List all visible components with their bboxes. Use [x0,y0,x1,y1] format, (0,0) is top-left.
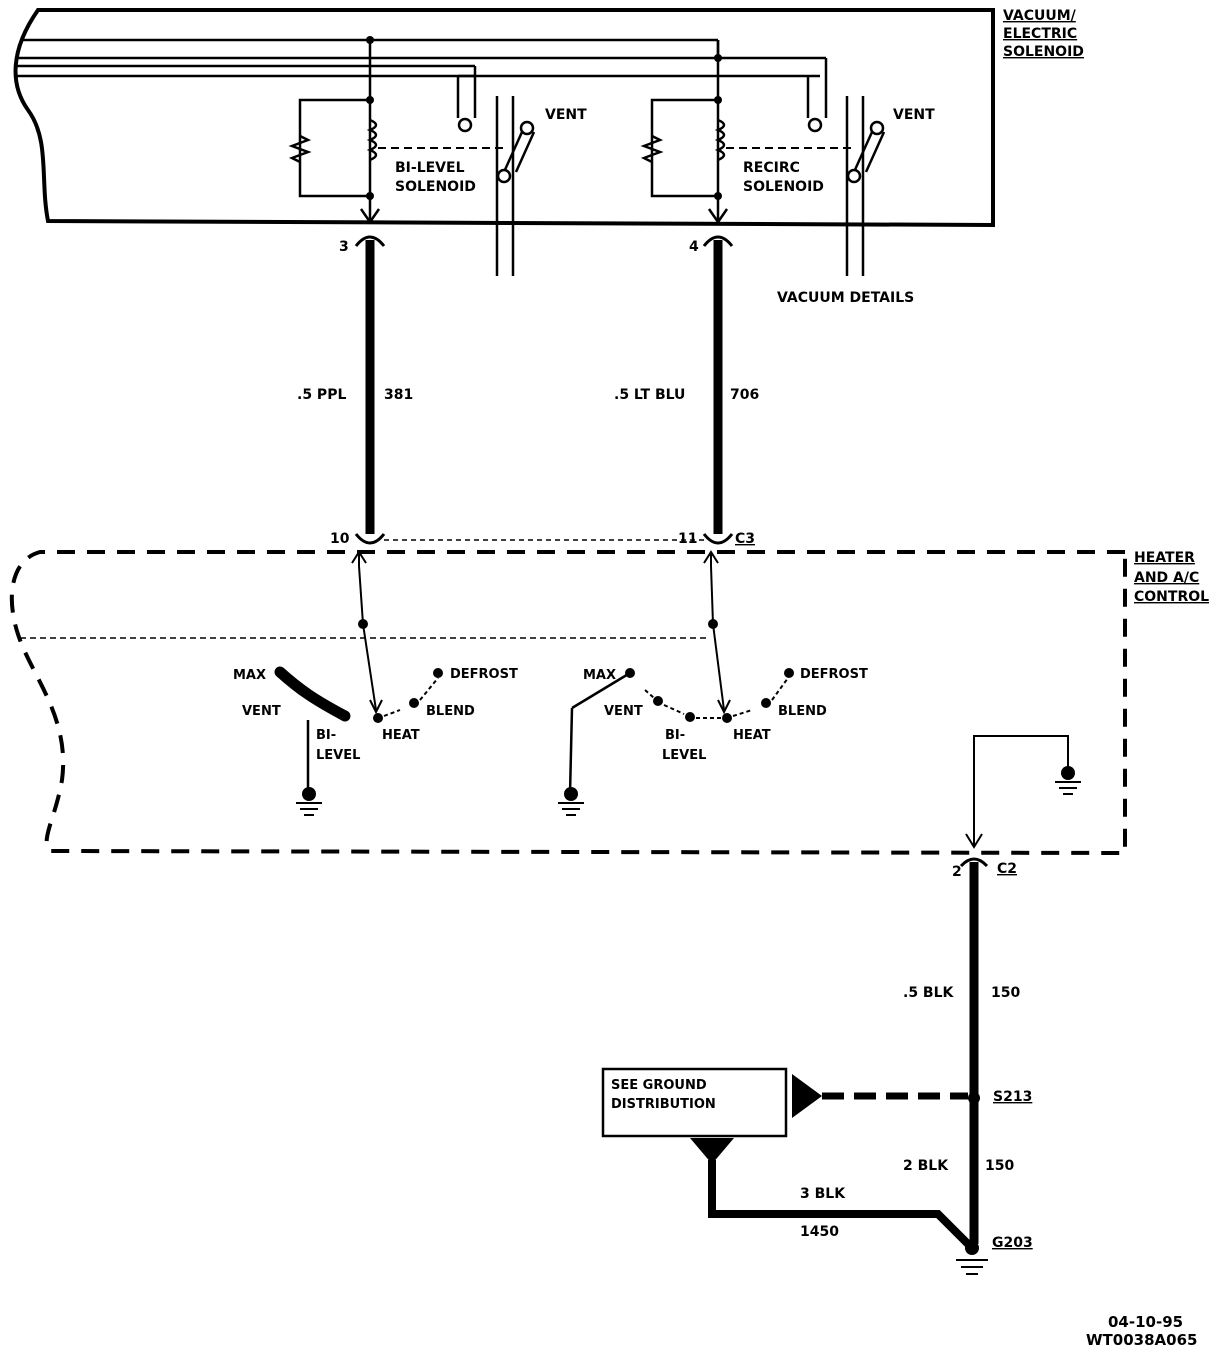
left-vent-label: VENT [242,704,281,719]
bilevel-solenoid-label-2: SOLENOID [395,179,476,195]
recirc-mode-switch: MAX VENT BI- LEVEL HEAT BLEND DEFROST [558,550,868,816]
right-heat-label: HEAT [733,728,771,743]
recirc-solenoid-label-2: SOLENOID [743,179,824,195]
bilevel-vent-label: VENT [545,107,587,123]
wire-706-size-color: .5 LT BLU [614,387,685,403]
vacuum-solenoid-component: BI-LEVEL SOLENOID VENT RECIRC SOLENOID V… [13,8,1084,306]
heater-control-title-3: CONTROL [1134,589,1209,605]
heater-control-title-2: AND A/C [1134,570,1199,586]
left-max-label: MAX [233,668,266,683]
recirc-vent-label: VENT [893,107,935,123]
wire-1450-size-color: 3 BLK [800,1186,846,1202]
recirc-solenoid-label-1: RECIRC [743,160,800,176]
ground-g203-label: G203 [992,1235,1033,1251]
ground-box-line-2: DISTRIBUTION [611,1097,716,1112]
heater-control-title-1: HEATER [1134,550,1195,566]
vacuum-solenoid-title-2: ELECTRIC [1003,26,1077,42]
ground-distribution-box: SEE GROUND DISTRIBUTION 3 BLK 1450 [601,1067,973,1249]
wire-150a-size-color: .5 BLK [903,985,955,1001]
wire-150: 2 C2 .5 BLK 150 S213 2 BLK 150 [903,857,1032,1244]
left-bi-label: BI- [316,728,336,743]
left-blend-label: BLEND [426,704,475,719]
right-bi-label: BI- [665,728,685,743]
recirc-solenoid: RECIRC SOLENOID VENT [640,96,935,276]
connector-c3-label: C3 [735,531,755,547]
left-level-label: LEVEL [316,748,360,763]
bilevel-solenoid: BI-LEVEL SOLENOID VENT [288,96,587,276]
diagram-date: 04-10-95 [1108,1313,1183,1331]
left-defrost-label: DEFROST [450,667,518,682]
wire-381: 3 .5 PPL 381 10 [297,235,413,547]
control-internal-ground [965,735,1081,849]
wire-150b-circuit: 150 [985,1158,1014,1174]
wire-1450-circuit: 1450 [800,1224,839,1240]
vacuum-details-label: VACUUM DETAILS [777,290,914,306]
wire-150a-circuit: 150 [991,985,1020,1001]
pin-10-label: 10 [330,531,350,547]
wire-381-circuit: 381 [384,387,413,403]
wire-381-size-color: .5 PPL [297,387,346,403]
connector-c2-label: C2 [997,861,1017,877]
bilevel-solenoid-label-1: BI-LEVEL [395,160,465,176]
pin-11-label: 11 [678,531,697,547]
splice-s213-label: S213 [993,1089,1032,1105]
left-heat-label: HEAT [382,728,420,743]
pin-4-label: 4 [689,239,699,255]
footer-codes: 04-10-95 WT0038A065 [1086,1313,1197,1349]
right-blend-label: BLEND [778,704,827,719]
diagram-code: WT0038A065 [1086,1331,1197,1349]
bilevel-mode-switch: MAX VENT BI- LEVEL HEAT BLEND DEFROST [233,550,518,816]
pin-3-label: 3 [339,239,349,255]
wire-150b-size-color: 2 BLK [903,1158,949,1174]
wire-706-circuit: 706 [730,387,759,403]
right-vent-label: VENT [604,704,643,719]
right-max-label: MAX [583,668,616,683]
right-level-label: LEVEL [662,748,706,763]
pin-2-label: 2 [952,864,962,880]
heater-control-component: HEATER AND A/C CONTROL MAX VENT BI- LE [9,550,1209,856]
vacuum-solenoid-title-3: SOLENOID [1003,44,1084,60]
vacuum-solenoid-title-1: VACUUM/ [1003,8,1077,24]
ground-box-line-1: SEE GROUND [611,1078,707,1093]
wire-706: 4 .5 LT BLU 706 11 C3 [614,235,759,547]
ground-g203: G203 [956,1235,1033,1275]
right-defrost-label: DEFROST [800,667,868,682]
